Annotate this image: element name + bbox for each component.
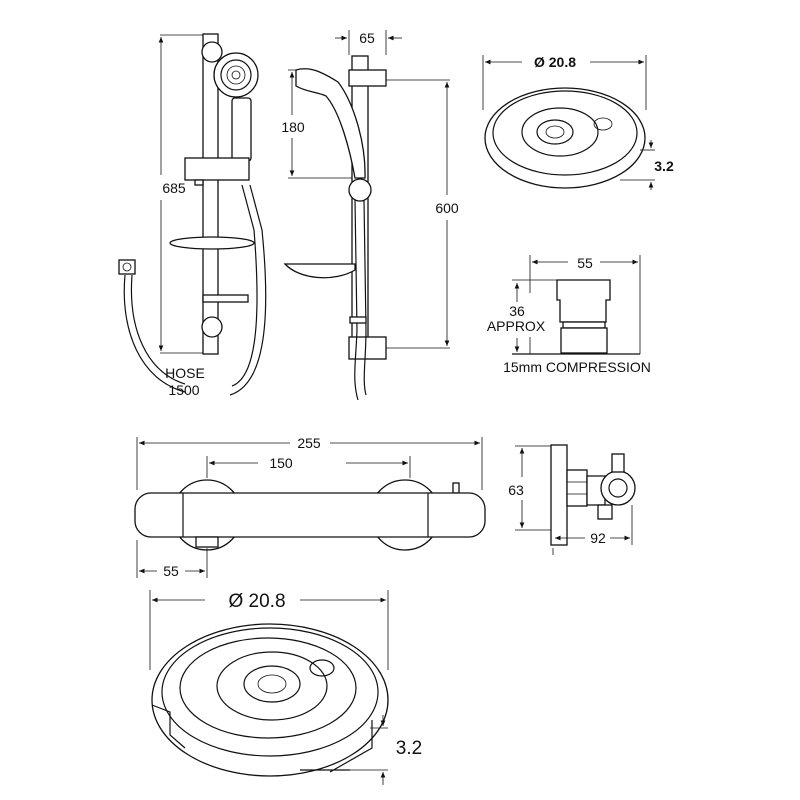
hose-label: HOSE bbox=[165, 365, 205, 381]
disc-small-thickness-label: 3.2 bbox=[654, 158, 674, 174]
projection-label: 65 bbox=[359, 30, 375, 46]
rail-height-label: 685 bbox=[162, 180, 186, 196]
disc-small-diameter-label: Ø 20.8 bbox=[534, 54, 576, 70]
valve-depth-label: 92 bbox=[590, 530, 606, 546]
inlet-centres-label: 150 bbox=[269, 455, 293, 471]
compression-caption: 15mm COMPRESSION bbox=[503, 359, 651, 375]
disc-large-thickness-label: 3.2 bbox=[396, 738, 422, 759]
overall-length-label: 255 bbox=[297, 435, 321, 451]
handset-length-label: 180 bbox=[281, 119, 305, 135]
rail-centres-label: 600 bbox=[435, 200, 459, 216]
disc-small-view bbox=[482, 55, 655, 190]
disc-large-diameter-label: Ø 20.8 bbox=[228, 591, 285, 612]
valve-side-view bbox=[515, 444, 636, 555]
compression-width-label: 55 bbox=[577, 255, 593, 271]
disc-large-view bbox=[149, 590, 389, 785]
shower-kit-side-view: 65 180 600 bbox=[281, 30, 459, 401]
valve-height-label: 63 bbox=[508, 482, 524, 498]
shower-kit-front-view: 685 bbox=[118, 33, 267, 396]
bar-valve-front-view bbox=[134, 437, 486, 578]
compression-height-label: 36 bbox=[509, 303, 525, 319]
inlet-offset-label: 55 bbox=[163, 563, 179, 579]
hose-length-label: 1500 bbox=[168, 382, 199, 398]
compression-approx-label: APPROX bbox=[487, 318, 546, 334]
compression-fitting-view bbox=[512, 255, 641, 355]
